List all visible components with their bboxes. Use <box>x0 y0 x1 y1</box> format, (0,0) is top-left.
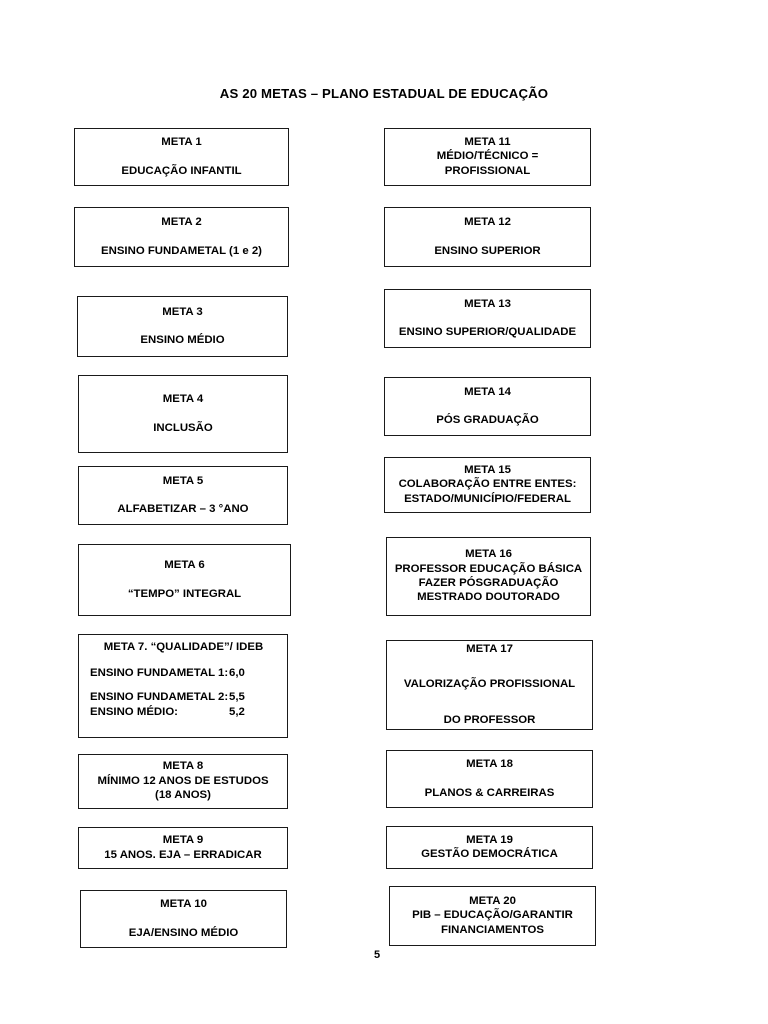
meta-box-8: META 8 MÍNIMO 12 ANOS DE ESTUDOS (18 ANO… <box>78 754 288 809</box>
meta-box-5-heading: META 5 <box>162 474 204 487</box>
meta-box-13: META 13 ENSINO SUPERIOR/QUALIDADE <box>384 289 591 348</box>
meta-box-9-heading: META 9 <box>162 834 204 847</box>
meta-box-6-heading: META 6 <box>164 559 205 572</box>
meta-box-11-line-2: PROFISSIONAL <box>444 164 531 177</box>
meta-box-4-heading: META 4 <box>162 393 204 406</box>
meta-box-14-heading: META 14 <box>464 385 511 398</box>
meta-box-11: META 11 MÉDIO/TÉCNICO = PROFISSIONAL <box>384 128 591 186</box>
meta-box-15-line-1: COLABORAÇÃO ENTRE ENTES: <box>398 478 577 491</box>
meta-box-10-heading: META 10 <box>160 898 207 911</box>
meta-box-18-line-1: PLANOS & CARREIRAS <box>424 786 555 799</box>
ideb-value-fundamental-1: 6,0 <box>229 667 245 680</box>
meta-box-8-heading: META 8 <box>162 760 204 773</box>
meta-box-17-heading: META 17 <box>466 642 513 655</box>
meta-box-20-heading: META 20 <box>469 894 516 907</box>
ideb-label-fundamental-2: ENSINO FUNDAMETAL 2: <box>90 690 229 703</box>
meta-box-14: META 14 PÓS GRADUAÇÃO <box>384 377 591 436</box>
meta-box-5: META 5 ALFABETIZAR – 3 °ANO <box>78 466 288 525</box>
meta-box-7: META 7. “QUALIDADE”/ IDEB ENSINO FUNDAME… <box>78 634 288 738</box>
meta-box-8-line-2: (18 ANOS) <box>155 789 211 802</box>
page-title: AS 20 METAS – PLANO ESTADUAL DE EDUCAÇÃO <box>219 86 549 101</box>
meta-box-8-line-1: MÍNIMO 12 ANOS DE ESTUDOS <box>97 774 269 787</box>
meta-box-16-heading: META 16 <box>465 548 512 561</box>
meta-box-3: META 3 ENSINO MÉDIO <box>77 296 288 357</box>
meta-box-15-heading: META 15 <box>464 463 511 476</box>
meta-box-11-line-1: MÉDIO/TÉCNICO = <box>436 150 539 163</box>
meta-box-19-heading: META 19 <box>466 833 513 846</box>
meta-box-4-line-1: INCLUSÃO <box>153 421 213 434</box>
ideb-row-fundamental-1: ENSINO FUNDAMETAL 1: 6,0 <box>90 667 277 680</box>
meta-box-20-line-2: FINANCIAMENTOS <box>441 923 544 936</box>
meta-box-6-line-1: “TEMPO” INTEGRAL <box>127 587 242 600</box>
meta-box-12: META 12 ENSINO SUPERIOR <box>384 207 591 267</box>
ideb-row-fundamental-2: ENSINO FUNDAMETAL 2: 5,5 <box>90 690 277 703</box>
ideb-value-fundamental-2: 5,5 <box>229 690 245 703</box>
meta-box-10-line-1: EJA/ENSINO MÉDIO <box>128 926 239 939</box>
meta-box-2: META 2 ENSINO FUNDAMETAL (1 e 2) <box>74 207 289 267</box>
meta-box-20-line-1: PIB – EDUCAÇÃO/GARANTIR <box>412 909 573 922</box>
ideb-label-medio: ENSINO MÉDIO: <box>90 706 178 719</box>
meta-box-11-heading: META 11 <box>464 135 511 148</box>
meta-box-12-line-1: ENSINO SUPERIOR <box>434 244 541 257</box>
meta-box-15: META 15 COLABORAÇÃO ENTRE ENTES: ESTADO/… <box>384 457 591 513</box>
meta-box-20: META 20 PIB – EDUCAÇÃO/GARANTIR FINANCIA… <box>389 886 596 946</box>
ideb-value-medio: 5,2 <box>229 706 245 719</box>
meta-box-19: META 19 GESTÃO DEMOCRÁTICA <box>386 826 593 869</box>
meta-box-14-line-1: PÓS GRADUAÇÃO <box>436 414 539 426</box>
meta-box-19-line-1: GESTÃO DEMOCRÁTICA <box>421 848 558 860</box>
ideb-row-medio: ENSINO MÉDIO: 5,2 <box>90 706 277 719</box>
ideb-label-fundamental-1: ENSINO FUNDAMETAL 1: <box>90 667 229 680</box>
meta-box-2-heading: META 2 <box>161 216 202 229</box>
meta-box-16-line-2: FAZER PÓSGRADUAÇÃO <box>418 577 559 589</box>
meta-box-2-line-1: ENSINO FUNDAMETAL (1 e 2) <box>101 244 262 257</box>
meta-box-5-line-1: ALFABETIZAR – 3 °ANO <box>117 503 249 515</box>
meta-box-4: META 4 INCLUSÃO <box>78 375 288 453</box>
meta-box-17: META 17 VALORIZAÇÃO PROFISSIONAL DO PROF… <box>386 640 593 730</box>
meta-box-9-line-1: 15 ANOS. EJA – ERRADICAR <box>104 848 262 861</box>
page-number: 5 <box>374 949 381 961</box>
meta-box-17-line-1: VALORIZAÇÃO PROFISSIONAL <box>403 678 576 691</box>
meta-box-1: META 1 EDUCAÇÃO INFANTIL <box>74 128 289 186</box>
meta-box-3-line-1: ENSINO MÉDIO <box>140 334 225 346</box>
meta-box-3-heading: META 3 <box>162 305 203 318</box>
meta-box-18-heading: META 18 <box>466 758 513 771</box>
meta-box-13-heading: META 13 <box>464 297 511 310</box>
meta-box-9: META 9 15 ANOS. EJA – ERRADICAR <box>78 827 288 869</box>
meta-box-12-heading: META 12 <box>464 216 511 229</box>
meta-box-10: META 10 EJA/ENSINO MÉDIO <box>80 890 287 948</box>
meta-box-15-line-2: ESTADO/MUNICÍPIO/FEDERAL <box>404 492 571 505</box>
meta-box-6: META 6 “TEMPO” INTEGRAL <box>78 544 291 616</box>
meta-box-16-line-3: MESTRADO DOUTORADO <box>417 591 560 604</box>
meta-box-1-heading: META 1 <box>161 136 202 149</box>
meta-box-7-heading: META 7. “QUALIDADE”/ IDEB <box>103 641 264 653</box>
meta-box-16: META 16 PROFESSOR EDUCAÇÃO BÁSICA FAZER … <box>386 537 591 616</box>
meta-box-17-line-2: DO PROFESSOR <box>443 713 536 726</box>
meta-box-18: META 18 PLANOS & CARREIRAS <box>386 750 593 808</box>
meta-box-1-line-1: EDUCAÇÃO INFANTIL <box>121 164 242 177</box>
meta-box-16-line-1: PROFESSOR EDUCAÇÃO BÁSICA <box>394 562 583 575</box>
meta-box-13-line-1: ENSINO SUPERIOR/QUALIDADE <box>398 326 577 338</box>
